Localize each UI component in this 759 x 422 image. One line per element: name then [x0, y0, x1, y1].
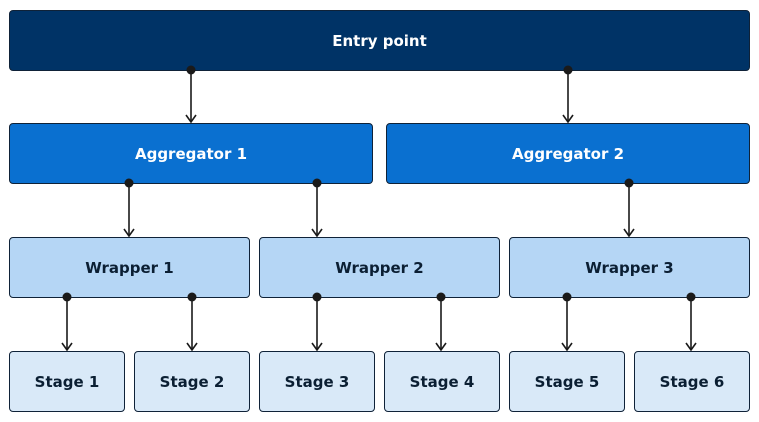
connector-wrapper-1-to-stage-1: [61, 292, 73, 352]
connector-wrapper-3-to-stage-6: [685, 292, 697, 352]
stage-5-node: Stage 5: [509, 351, 625, 412]
connector-wrapper-2-to-stage-3: [311, 292, 323, 352]
connector-wrapper-3-to-stage-5: [561, 292, 573, 352]
connector-entry-to-aggregator-2: [562, 65, 574, 124]
wrapper-1-node: Wrapper 1: [9, 237, 250, 298]
stage-2-node: Stage 2: [134, 351, 250, 412]
aggregator-1-node: Aggregator 1: [9, 123, 373, 184]
connector-aggregator-1-to-wrapper-2: [311, 178, 323, 238]
connector-wrapper-2-to-stage-4: [435, 292, 447, 352]
entry-point-node: Entry point: [9, 10, 750, 71]
wrapper-2-node: Wrapper 2: [259, 237, 500, 298]
stage-3-node: Stage 3: [259, 351, 375, 412]
connector-aggregator-1-to-wrapper-1: [123, 178, 135, 238]
connector-entry-to-aggregator-1: [185, 65, 197, 124]
stage-1-node: Stage 1: [9, 351, 125, 412]
wrapper-3-node: Wrapper 3: [509, 237, 750, 298]
connector-wrapper-1-to-stage-2: [186, 292, 198, 352]
connector-aggregator-2-to-wrapper-3: [623, 178, 635, 238]
aggregator-2-node: Aggregator 2: [386, 123, 750, 184]
stage-6-node: Stage 6: [634, 351, 750, 412]
stage-4-node: Stage 4: [384, 351, 500, 412]
